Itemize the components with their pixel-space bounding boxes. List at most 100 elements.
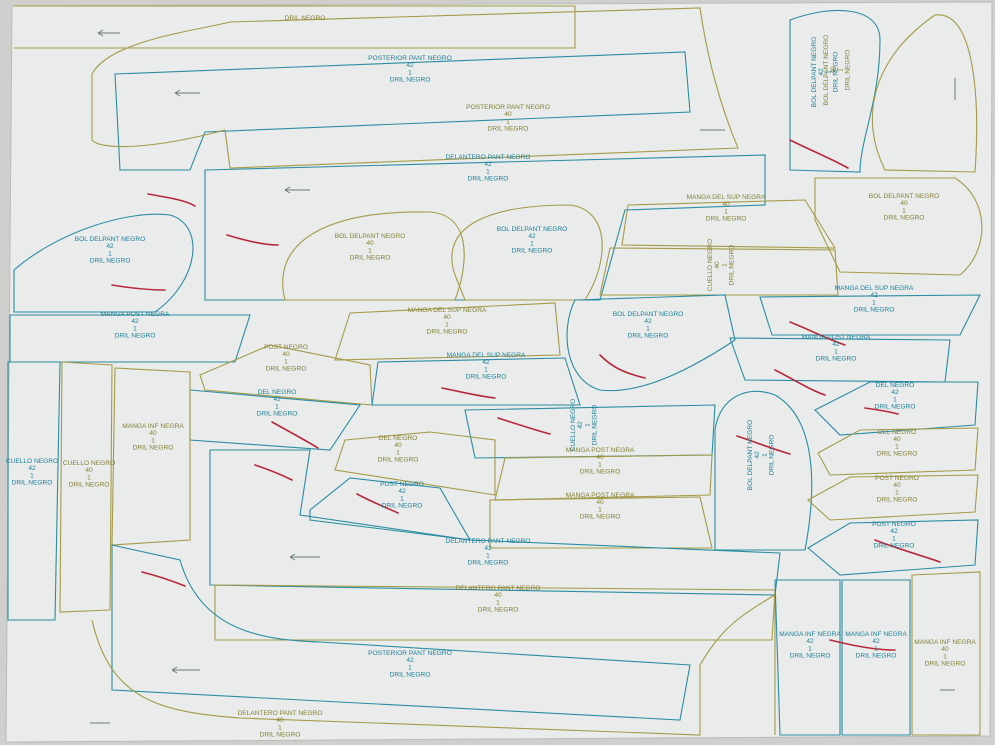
piece-label-line: DRIL NEGRO	[856, 653, 897, 660]
red-mark	[226, 234, 279, 246]
piece-label: BOL DELPANT NEGRO401DRIL NEGRO	[823, 35, 852, 106]
piece-label-line: DRIL NEGRO	[285, 15, 326, 22]
red-mark	[874, 539, 941, 563]
red-mark	[356, 493, 399, 514]
piece-label-line: DRIL NEGRO	[382, 503, 423, 510]
piece-label-line: 40	[394, 442, 402, 449]
piece-label-line: DRIL NEGRO	[580, 469, 621, 476]
piece-label-line: DRIL NEGRO	[816, 356, 857, 363]
piece-label-line: MANGA POST NEGRA	[101, 311, 170, 318]
piece-label-line: DRIL NEGRO	[478, 607, 519, 614]
piece-label-line: DRIL NEGRO	[877, 451, 918, 458]
piece-label-line: DRIL NEGRO	[628, 333, 669, 340]
piece-outline	[371, 357, 581, 406]
piece-label-line: 40	[722, 201, 730, 208]
piece-outline	[774, 579, 841, 736]
grainline-arrow	[284, 186, 310, 194]
red-mark	[736, 435, 791, 455]
piece-label-line: DELANTERO PANT NEGRO	[237, 710, 322, 717]
piece-label-line: MANGA POST NEGRA	[802, 334, 871, 341]
piece-label-line: DRIL NEGRO	[833, 52, 840, 93]
red-mark	[254, 464, 293, 481]
piece-label-line: DRIL NEGRO	[378, 457, 419, 464]
piece-label-line: DEL NEGRO	[878, 429, 917, 436]
piece-label-line: 40	[900, 200, 908, 207]
piece-label-line: BOL DELPANT NEGRO	[747, 420, 754, 491]
piece-label-line: MANGA DEL SUP NEGRA	[408, 307, 487, 314]
piece-label-line: DRIL NEGRO	[580, 514, 621, 521]
piece-label-line: MANGA INF NEGRA	[122, 423, 184, 430]
piece-label-line: 1	[396, 449, 400, 456]
piece-label-line: 1	[87, 474, 91, 481]
piece-label-line: DRIL NEGRO	[875, 404, 916, 411]
piece-label-line: DRIL NEGRO	[468, 176, 509, 183]
piece-label-line: DRIL NEGRO	[874, 543, 915, 550]
piece-outline	[7, 361, 61, 621]
piece-label-line: BOL DELPANT NEGRO	[823, 35, 830, 106]
piece-label-line: 40	[596, 499, 604, 506]
piece-label-line: 42	[406, 62, 414, 69]
piece-label-line: DRIL NEGRO	[390, 77, 431, 84]
piece-label-line: DRIL NEGRO	[257, 411, 298, 418]
piece-label-line: BOL DELPANT NEGRO	[869, 193, 940, 200]
piece-outline	[871, 14, 978, 173]
piece-label-line: 42	[818, 68, 825, 76]
red-mark	[147, 193, 196, 207]
piece-outline	[807, 474, 979, 521]
piece-label-line: DRIL NEGRO	[769, 435, 776, 476]
piece-label-line: CUELLO NEGRO	[707, 239, 714, 291]
piece-label-line: 40	[149, 430, 157, 437]
piece-outline	[14, 5, 576, 49]
piece-outline	[814, 381, 979, 436]
piece-outline	[599, 247, 839, 296]
piece-label-line: 42	[28, 465, 36, 472]
piece-label-line: 1	[584, 423, 591, 427]
piece-label-line: 40	[443, 314, 451, 321]
piece-outline	[714, 390, 813, 551]
red-mark	[497, 417, 551, 435]
piece-label-line: 40	[893, 436, 901, 443]
piece-label-line: DEL NEGRO	[258, 389, 297, 396]
piece-outline	[282, 211, 465, 301]
piece-outline	[911, 571, 981, 736]
piece-label: BOL DELPANT NEGRO421DRIL NEGRO	[811, 37, 840, 108]
piece-label-line: 40	[893, 482, 901, 489]
piece-label-line: DRIL NEGRO	[115, 333, 156, 340]
piece-label: CUELLO NEGRO401DRIL NEGRO	[707, 239, 736, 291]
piece-label-line: BOL DELPANT NEGRO	[613, 311, 684, 318]
piece-label-line: 1	[284, 358, 288, 365]
grainline-arrow	[171, 666, 200, 674]
piece-outline	[334, 302, 561, 361]
piece-outline	[334, 431, 496, 496]
piece-label-line: POSTERIOR PANT NEGRO	[368, 650, 452, 657]
piece-label-line: 1	[895, 443, 899, 450]
piece-outline	[309, 477, 472, 541]
piece-label-line: 1	[837, 68, 844, 72]
piece-label-line: DRIL NEGRO	[854, 307, 895, 314]
piece-label-line: 40	[282, 351, 290, 358]
piece-label-line: BOL DELPANT NEGRO	[335, 233, 406, 240]
piece-label-line: 42	[106, 243, 114, 250]
piece-label-line: DRIL NEGRO	[260, 732, 301, 739]
piece-label-line: 42	[832, 341, 840, 348]
piece-label-line: POST NEGRO	[872, 521, 916, 528]
red-mark	[599, 354, 646, 379]
piece-label-line: POST NEGRO	[380, 481, 424, 488]
piece-label-line: 40	[494, 592, 502, 599]
red-mark	[829, 639, 896, 651]
piece-label-line: 42	[484, 545, 492, 552]
piece-label-line: 1	[808, 645, 812, 652]
piece-label-line: 1	[892, 535, 896, 542]
